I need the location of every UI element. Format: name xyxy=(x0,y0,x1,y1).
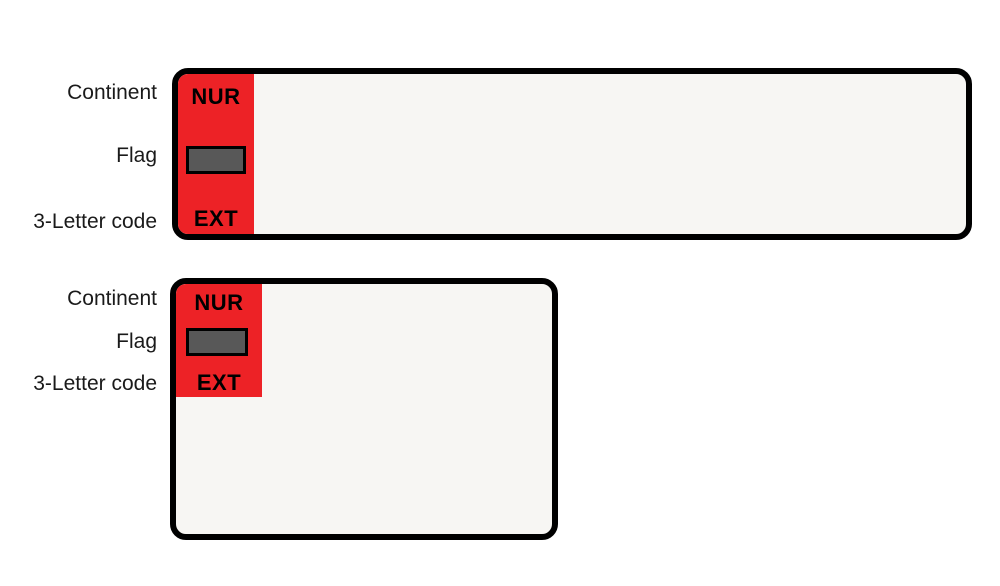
label-flag-block-2: Flag xyxy=(116,330,157,353)
flag-swatch-icon-block-2 xyxy=(186,328,248,356)
country-card-block-2[interactable]: NUR EXT xyxy=(170,278,558,540)
flag-swatch-icon-block-1 xyxy=(186,146,246,174)
label-three-letter-code-block-1: 3-Letter code xyxy=(33,210,157,233)
label-continent-block-2: Continent xyxy=(67,287,157,310)
label-three-letter-code-block-2: 3-Letter code xyxy=(33,372,157,395)
continent-code-block-2: NUR xyxy=(194,290,244,315)
country-card-block-1[interactable]: NUR EXT xyxy=(172,68,972,240)
legend-strip-block-1: NUR EXT xyxy=(178,74,254,234)
legend-strip-block-2: NUR EXT xyxy=(176,284,262,397)
label-continent-block-1: Continent xyxy=(67,81,157,104)
country-code-block-1: EXT xyxy=(193,206,239,231)
continent-code-block-1: NUR xyxy=(191,84,241,109)
country-code-block-2: EXT xyxy=(196,370,242,395)
label-flag-block-1: Flag xyxy=(116,144,157,167)
